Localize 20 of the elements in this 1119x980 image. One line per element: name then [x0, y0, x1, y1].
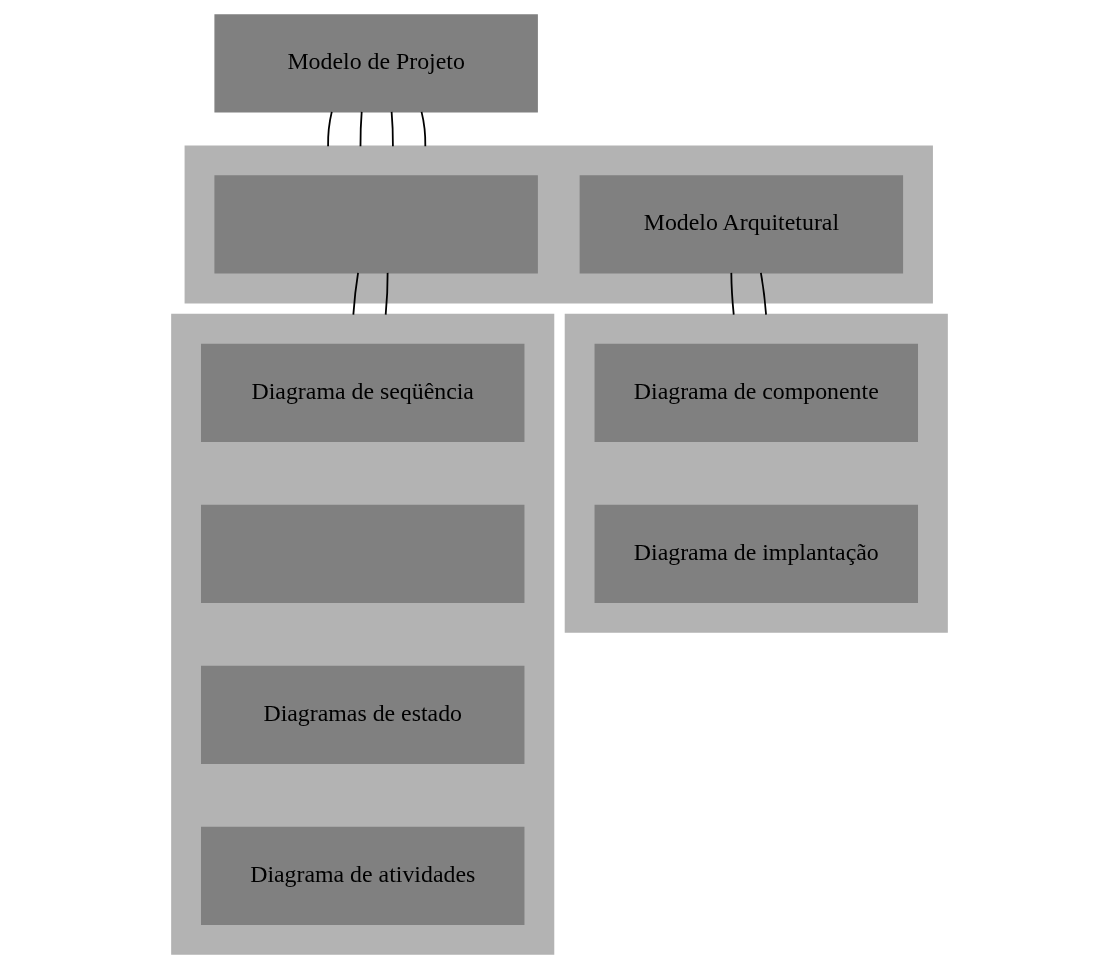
connector: [760, 271, 767, 315]
node-box: Diagrama de seqüência: [201, 343, 525, 442]
connector: [730, 271, 735, 315]
node-box: Modelo de Projeto: [214, 13, 538, 113]
connector: [420, 110, 427, 147]
cluster: [564, 313, 948, 633]
cluster: [171, 313, 555, 955]
node-box: Diagramas de estado: [201, 665, 525, 764]
node-box: Diagrama de implantação: [594, 504, 918, 603]
node-box: Modelo Arquitetural: [579, 174, 904, 274]
cluster: [184, 144, 933, 303]
connector: [352, 271, 359, 315]
node-box: [201, 504, 525, 603]
connector: [359, 110, 363, 147]
node-box: Diagrama de componente: [594, 343, 918, 442]
node-box: Diagrama de atividades: [201, 826, 525, 925]
node-box: [214, 174, 538, 274]
connector: [327, 110, 333, 147]
connector: [384, 271, 389, 315]
connector: [390, 110, 394, 147]
